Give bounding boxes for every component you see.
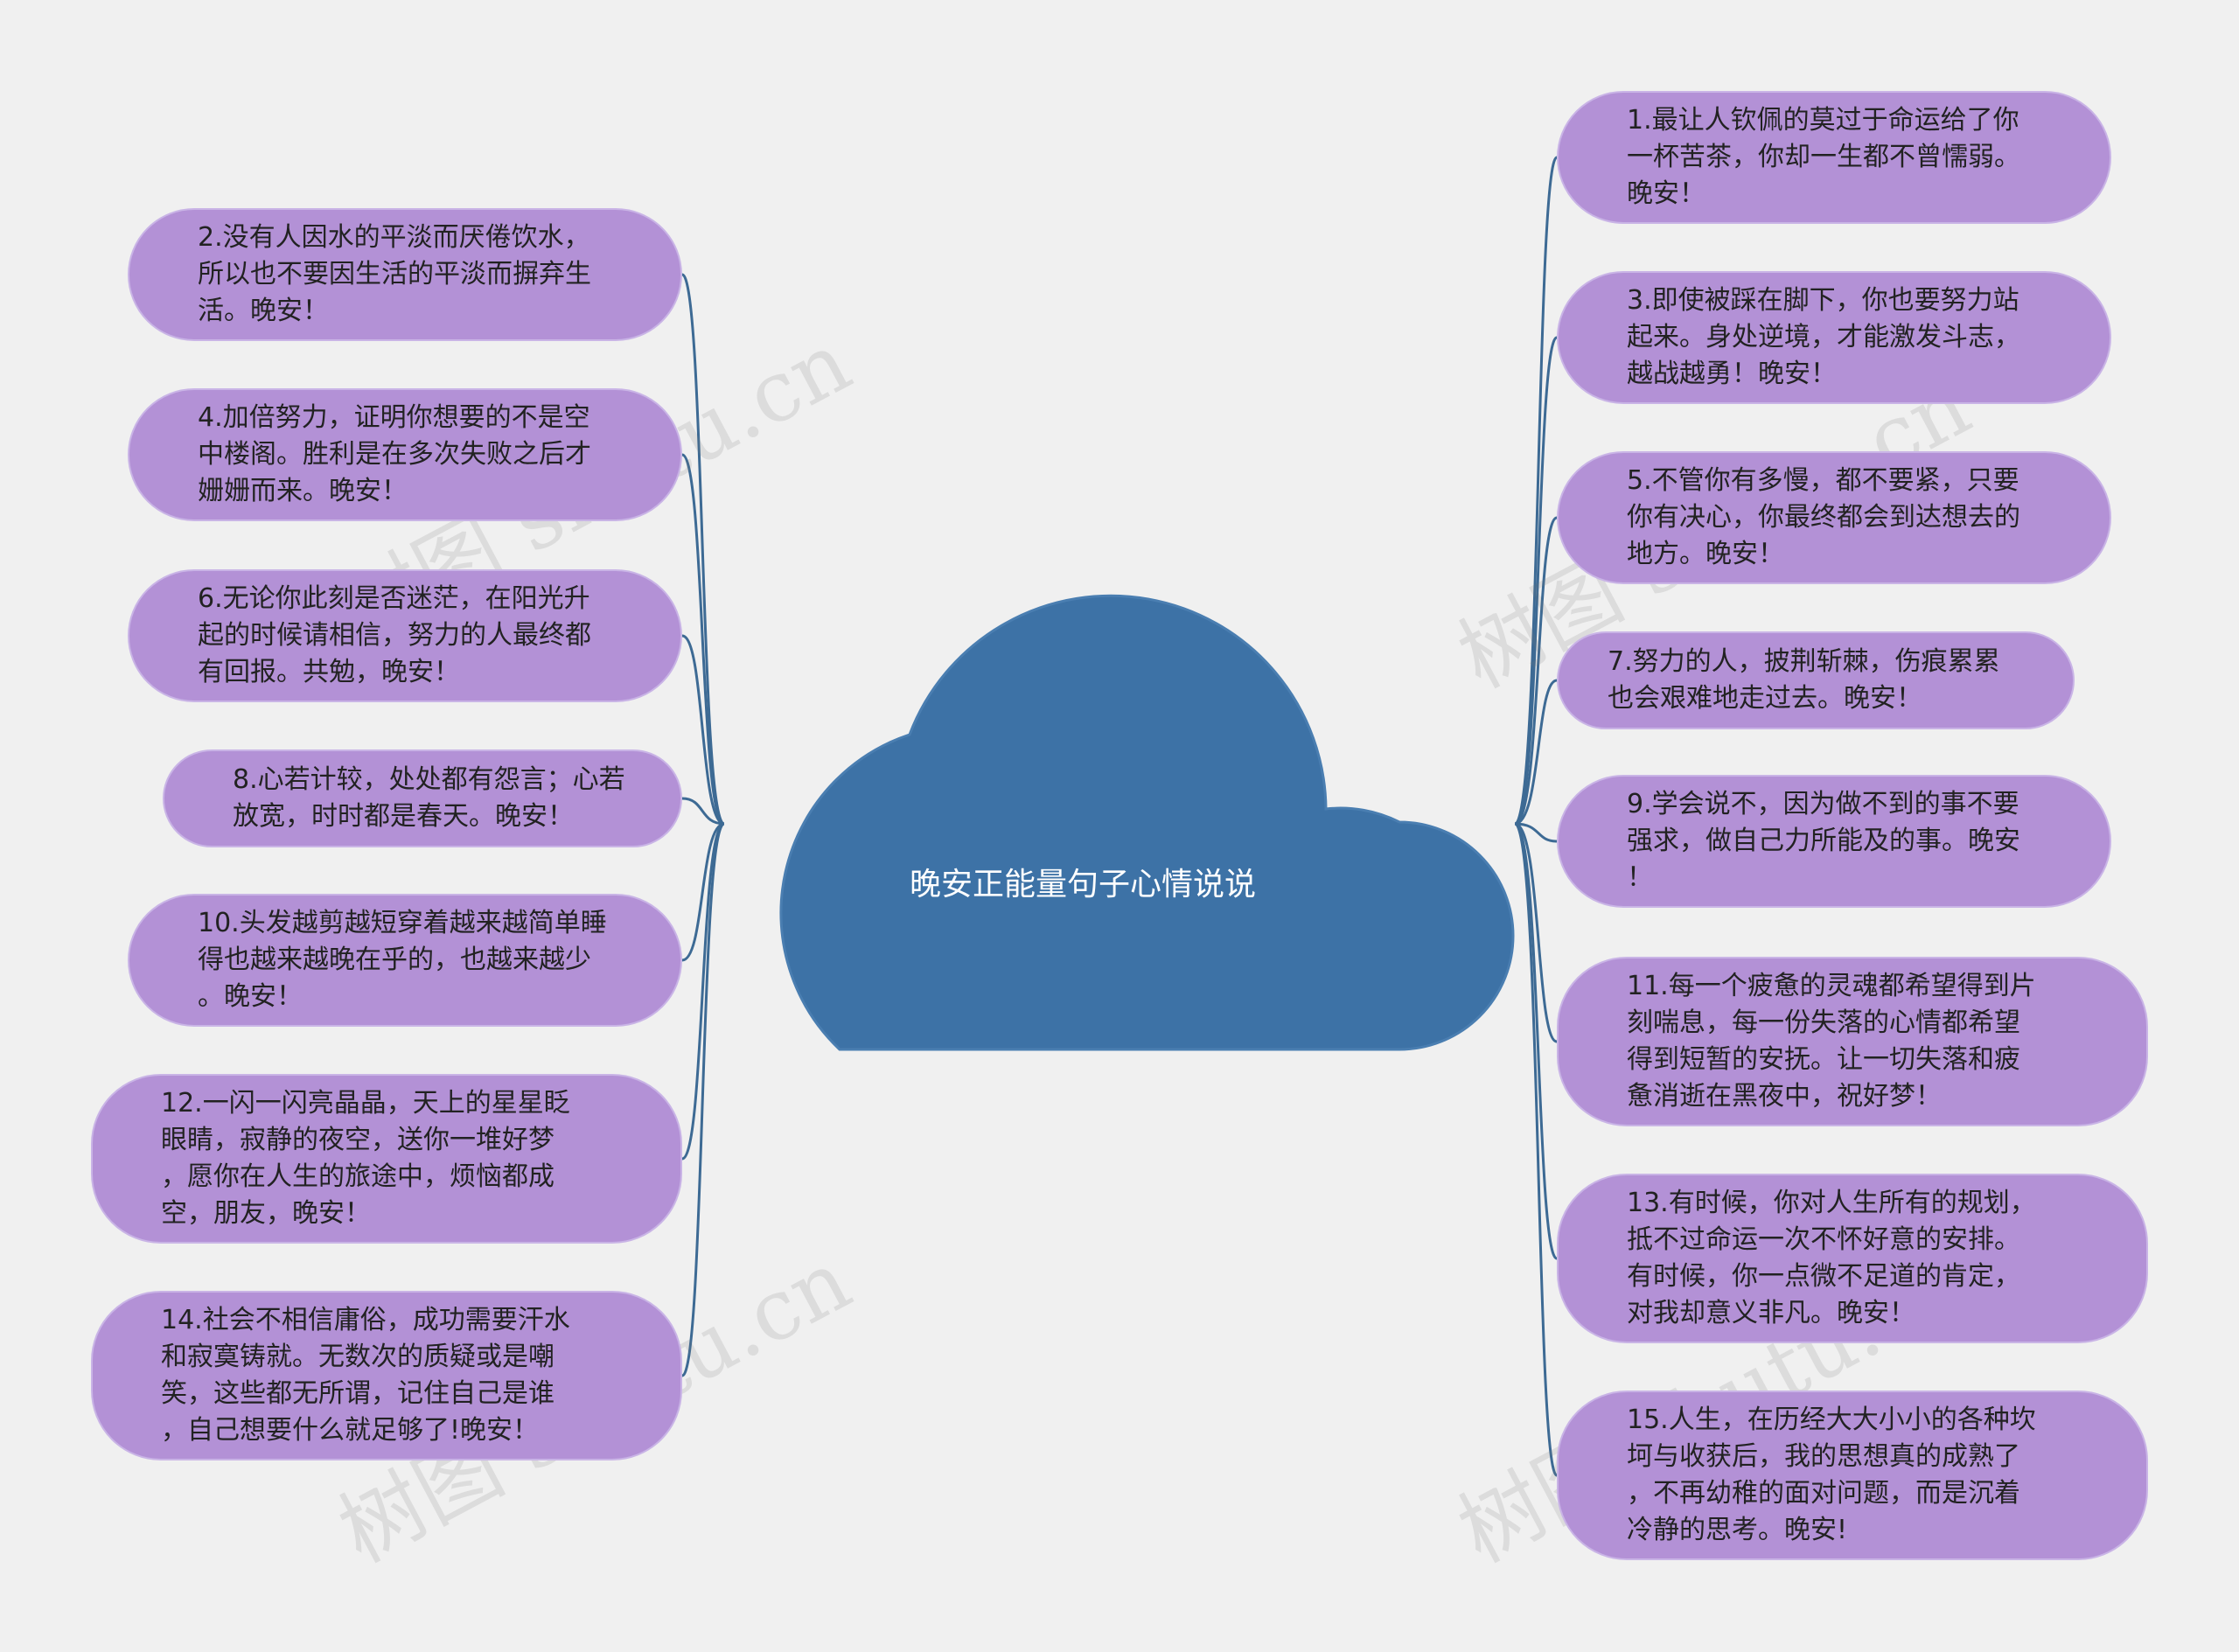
branch-node-right[interactable]: 1.最让人钦佩的莫过于命运给了你 一杯苦茶，你却一生都不曾懦弱。 晚安！ (1557, 91, 2111, 224)
branch-node-right[interactable]: 3.即使被踩在脚下，你也要努力站 起来。身处逆境，才能激发斗志， 越战越勇！晚安… (1557, 271, 2111, 404)
branch-node-text: 2.没有人因水的平淡而厌倦饮水， 所以也不要因生活的平淡而摒弃生 活。晚安！ (198, 222, 591, 326)
connector-line (1514, 822, 1558, 1043)
branch-node-text: 14.社会不相信庸俗，成功需要汗水 和寂寞铸就。无数次的质疑或是嘲 笑，这些都无… (161, 1305, 570, 1446)
connector-line (1514, 679, 1558, 826)
branch-node-text: 4.加倍努力，证明你想要的不是空 中楼阁。胜利是在多次失败之后才 姗姗而来。晚安… (198, 402, 591, 506)
connector-line (1514, 822, 1558, 843)
branch-node-text: 6.无论你此刻是否迷茫，在阳光升 起的时候请相信，努力的人最终都 有回报。共勉，… (198, 583, 591, 687)
branch-node-right[interactable]: 15.人生，在历经大大小小的各种坎 坷与收获后，我的思想真的成熟了 ，不再幼稚的… (1557, 1391, 2148, 1560)
root-topic[interactable]: 晚安正能量句子心情说说 (910, 867, 1257, 903)
branch-node-left[interactable]: 12.一闪一闪亮晶晶，天上的星星眨 眼睛，寂静的夜空，送你一堆好梦 ，愿你在人生… (91, 1074, 682, 1244)
branch-node-right[interactable]: 13.有时候，你对人生所有的规划， 抵不过命运一次不怀好意的安排。 有时候，你一… (1557, 1174, 2148, 1343)
branch-node-right[interactable]: 9.学会说不，因为做不到的事不要 强求，做自己力所能及的事。晚安 ！ (1557, 775, 2111, 908)
connector-line (1513, 822, 1559, 1477)
connector-line (680, 822, 726, 1377)
branch-node-text: 8.心若计较，处处都有怨言；心若 放宽，时时都是春天。晚安！ (233, 764, 625, 832)
connector-line (681, 453, 725, 826)
branch-node-left[interactable]: 14.社会不相信庸俗，成功需要汗水 和寂寞铸就。无数次的质疑或是嘲 笑，这些都无… (91, 1291, 682, 1460)
root-cloud-shape (779, 594, 1515, 1051)
connector-line (681, 797, 725, 826)
branch-node-text: 1.最让人钦佩的莫过于命运给了你 一杯苦茶，你却一生都不曾懦弱。 晚安！ (1627, 105, 2020, 209)
connector-line (681, 634, 725, 826)
branch-node-text: 10.头发越剪越短穿着越来越简单睡 得也越来越晚在乎的，也越来越少 。晚安！ (198, 908, 607, 1012)
connector-line (680, 273, 726, 826)
branch-node-right[interactable]: 11.每一个疲惫的灵魂都希望得到片 刻喘息，每一份失落的心情都希望 得到短暂的安… (1557, 957, 2148, 1126)
branch-node-right[interactable]: 5.不管你有多慢，都不要紧，只要 你有决心，你最终都会到达想去的 地方。晚安！ (1557, 451, 2111, 584)
branch-node-left[interactable]: 2.没有人因水的平淡而厌倦饮水， 所以也不要因生活的平淡而摒弃生 活。晚安！ (128, 208, 682, 341)
branch-node-text: 3.即使被踩在脚下，你也要努力站 起来。身处逆境，才能激发斗志， 越战越勇！晚安… (1627, 285, 2020, 389)
branch-node-text: 5.不管你有多慢，都不要紧，只要 你有决心，你最终都会到达想去的 地方。晚安！ (1627, 465, 2020, 569)
connector-line (681, 822, 725, 1161)
branch-node-text: 13.有时候，你对人生所有的规划， 抵不过命运一次不怀好意的安排。 有时候，你一… (1627, 1188, 2036, 1328)
branch-node-text: 7.努力的人，披荆斩棘，伤痕累累 也会艰难地走过去。晚安！ (1608, 646, 2000, 714)
branch-node-text: 15.人生，在历经大大小小的各种坎 坷与收获后，我的思想真的成熟了 ，不再幼稚的… (1627, 1405, 2036, 1545)
connector-line (1514, 336, 1559, 826)
connector-lines (680, 156, 1559, 1477)
branch-node-text: 12.一闪一闪亮晶晶，天上的星星眨 眼睛，寂静的夜空，送你一堆好梦 ，愿你在人生… (161, 1088, 570, 1229)
branch-node-left[interactable]: 6.无论你此刻是否迷茫，在阳光升 起的时候请相信，努力的人最终都 有回报。共勉，… (128, 569, 682, 702)
connector-line (1513, 156, 1559, 826)
branch-node-right[interactable]: 7.努力的人，披荆斩棘，伤痕累累 也会艰难地走过去。晚安！ (1557, 631, 2075, 729)
connector-line (1514, 822, 1559, 1260)
branch-node-text: 9.学会说不，因为做不到的事不要 强求，做自己力所能及的事。晚安 ！ (1627, 789, 2020, 893)
branch-node-left[interactable]: 10.头发越剪越短穿着越来越简单睡 得也越来越晚在乎的，也越来越少 。晚安！ (128, 894, 682, 1027)
connector-line (681, 822, 725, 962)
connector-line (1514, 516, 1558, 826)
branch-node-left[interactable]: 8.心若计较，处处都有怨言；心若 放宽，时时都是春天。晚安！ (163, 749, 682, 847)
branch-node-left[interactable]: 4.加倍努力，证明你想要的不是空 中楼阁。胜利是在多次失败之后才 姗姗而来。晚安… (128, 388, 682, 521)
branch-node-text: 11.每一个疲惫的灵魂都希望得到片 刻喘息，每一份失落的心情都希望 得到短暂的安… (1627, 971, 2036, 1112)
